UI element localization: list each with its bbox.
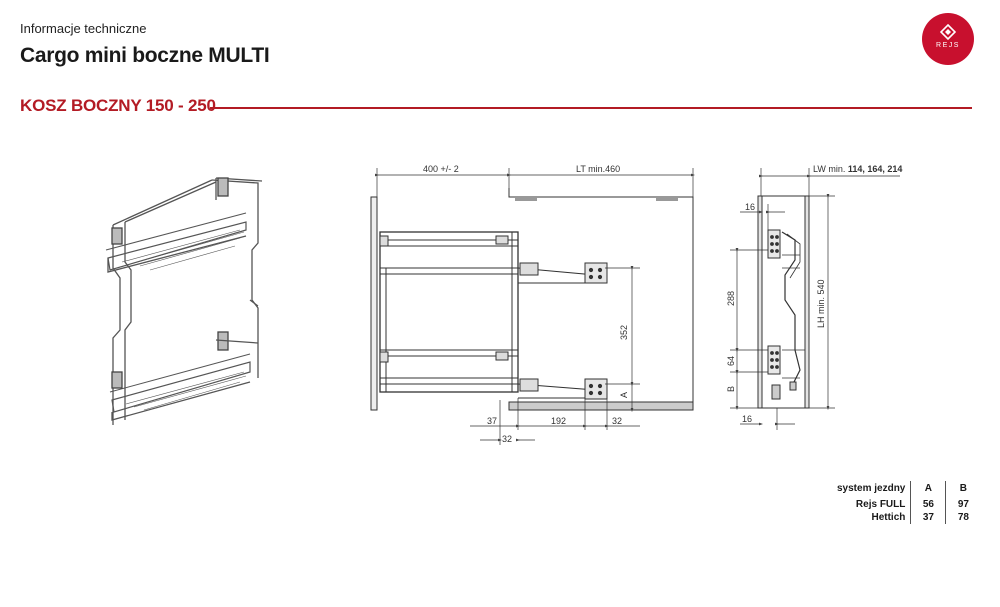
side-elevation-view — [730, 168, 900, 430]
runner-system-table: system jezdny A B Rejs FULL 56 97 Hettic… — [832, 481, 981, 524]
front-elevation-labels: 400 +/- 2 LT min.460 352 A 37 192 32 32 — [423, 164, 629, 444]
table-cell-b: 97 — [945, 498, 981, 511]
table-row: Hettich 37 78 — [832, 511, 981, 524]
dim-16-top: 16 — [745, 202, 755, 212]
page-subtitle: Informacje techniczne — [20, 21, 147, 36]
table-cell-b: 78 — [945, 511, 981, 524]
section-divider — [210, 107, 972, 109]
section-title: KOSZ BOCZNY 150 - 250 — [20, 96, 216, 115]
b-dimension: B — [726, 386, 736, 392]
basket-isometric-view — [105, 177, 263, 425]
dim-37: 37 — [487, 416, 497, 426]
table-cell-system: Rejs FULL — [855, 499, 906, 510]
dim-288: 288 — [726, 291, 736, 306]
dim-64: 64 — [726, 356, 736, 366]
lw-values: 114, 164, 214 — [848, 164, 903, 174]
dim-16-bottom: 16 — [742, 414, 752, 424]
brand-logo: REJS — [922, 13, 974, 65]
dim-192: 192 — [551, 416, 566, 426]
table-header-b: B — [945, 481, 981, 498]
depth-dimension: 400 +/- 2 — [423, 164, 459, 174]
table-header-a: A — [910, 481, 946, 498]
lw-dimension: LW min. 114, 164, 214 — [813, 164, 902, 174]
table-row: Rejs FULL 56 97 — [832, 498, 981, 511]
table-cell-a: 37 — [910, 511, 946, 524]
lw-prefix: LW min. — [813, 164, 848, 174]
table-cell-system: Hettich — [871, 512, 906, 523]
height-352-dimension: 352 — [619, 325, 629, 340]
side-elevation-labels: LW min. 114, 164, 214 LH min. 540 16 288… — [726, 164, 902, 424]
lt-dimension: LT min.460 — [576, 164, 620, 174]
table-header-row: system jezdny A B — [832, 481, 981, 498]
a-dimension: A — [619, 392, 629, 398]
lh-dimension: LH min. 540 — [816, 279, 826, 328]
table-cell-a: 56 — [910, 498, 946, 511]
dim-32-bottom: 32 — [502, 434, 512, 444]
table-header-system: system jezdny — [837, 483, 906, 494]
logo-text: REJS — [936, 42, 960, 49]
page-title: Cargo mini boczne MULTI — [20, 44, 270, 67]
dim-32-right: 32 — [612, 416, 622, 426]
front-elevation-view — [370, 168, 696, 445]
logo-mark-icon — [940, 24, 956, 40]
